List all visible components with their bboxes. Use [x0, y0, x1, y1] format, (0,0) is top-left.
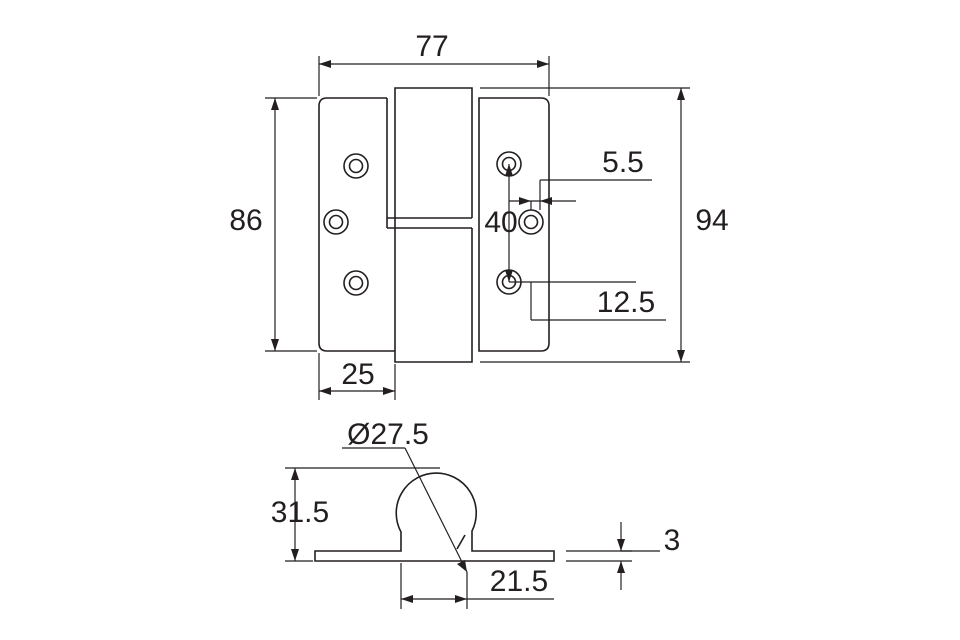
dimension-width: 77 — [318, 30, 550, 96]
knuckle-upper — [394, 87, 473, 228]
hole-left-middle — [323, 209, 349, 235]
knuckle-lower — [394, 228, 473, 363]
left-leaf-outline — [318, 97, 395, 352]
hole-left-top — [343, 153, 369, 179]
dimension-hole-offset-label: 12.5 — [597, 286, 655, 319]
dimension-thickness: 3 — [566, 522, 680, 590]
dimension-hole-offset: 12.5 — [509, 281, 666, 321]
dimension-side-height: 31.5 — [271, 467, 440, 562]
dimension-knuckle-width: 21.5 — [400, 563, 554, 609]
dimension-width-label: 77 — [415, 30, 448, 63]
dimension-total-height: 94 — [480, 87, 729, 363]
dimension-hole-spacing: 40 — [484, 164, 518, 282]
dimension-knuckle-offset-label: 25 — [341, 358, 374, 391]
dimension-hole-spacing-label: 40 — [484, 206, 517, 239]
dimension-knuckle-width-label: 21.5 — [490, 565, 548, 598]
right-leaf-outline — [478, 97, 550, 352]
knuckle-slit — [456, 534, 466, 550]
dimension-hole-diameter: 5.5 — [509, 146, 652, 210]
dimension-side-height-label: 31.5 — [271, 496, 329, 529]
dimension-knuckle-diameter-label: Ø27.5 — [347, 418, 429, 451]
dimension-knuckle-diameter: Ø27.5 — [342, 418, 468, 573]
dimension-leaf-height-label: 86 — [229, 204, 262, 237]
dimension-total-height-label: 94 — [695, 204, 728, 237]
dimension-thickness-label: 3 — [664, 524, 681, 557]
hole-right-middle — [518, 209, 544, 235]
front-view: 77 86 94 40 — [229, 30, 729, 400]
side-profile-outline — [314, 472, 555, 562]
dimension-knuckle-offset: 25 — [318, 353, 396, 400]
dimension-leaf-height: 86 — [229, 97, 317, 352]
dimension-hole-diameter-label: 5.5 — [602, 146, 644, 179]
hole-left-bottom — [343, 270, 369, 296]
side-view: Ø27.5 31.5 3 21 — [271, 418, 680, 609]
